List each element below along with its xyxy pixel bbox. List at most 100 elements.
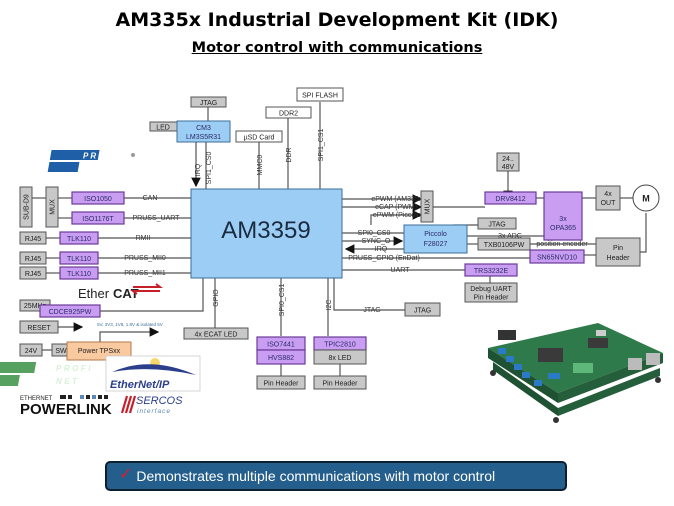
- profibus-logo: PROFI BUS: [47, 150, 135, 173]
- 4x-out-block: 4x OUT: [595, 185, 621, 211]
- spi0-cs1-signal-label: SPI0_CS1: [279, 284, 286, 317]
- svg-text:RJ45: RJ45: [25, 256, 41, 263]
- svg-text:TLK110: TLK110: [67, 271, 91, 278]
- ecat-led-block: 4x ECAT LED: [183, 327, 249, 340]
- iso1176t-block: ISO1176T: [71, 211, 125, 225]
- svg-text:Pin Header: Pin Header: [473, 295, 509, 302]
- svg-text:Header: Header: [607, 255, 631, 262]
- svg-text:NET: NET: [56, 377, 80, 386]
- jtag-top-block: JTAG: [190, 96, 227, 108]
- svg-text:ISO1176T: ISO1176T: [82, 216, 114, 223]
- power-tpsxx-block: Power TPSxx: [66, 341, 132, 361]
- irq-signal-label: IRQ: [195, 163, 202, 176]
- sercos-logo: SERCOS interface: [120, 395, 183, 415]
- sn65nvd10-block: SN65NVD10: [529, 249, 585, 264]
- svg-text:Ether: Ether: [78, 286, 110, 301]
- svg-text:CM3: CM3: [196, 125, 211, 132]
- page-title: AM335x Industrial Development Kit (IDK): [115, 9, 559, 31]
- mmc0-signal-label: MMC0: [257, 155, 264, 176]
- svg-text:SN65NVD10: SN65NVD10: [537, 255, 577, 262]
- tlk110-2: TLK110: [59, 251, 99, 265]
- usd-card-block: µSD Card: [235, 130, 283, 143]
- svg-text:48V: 48V: [502, 164, 515, 171]
- epwm-piccolo-signal-label: ePWM (Piccolo): [373, 212, 423, 219]
- svg-text:ETHERNET: ETHERNET: [20, 396, 53, 402]
- pin-header-encoder-block: Pin Header: [595, 237, 641, 267]
- svg-text:HVS882: HVS882: [268, 355, 294, 362]
- idk-board-photo: [488, 323, 663, 423]
- subd9-connector: SUB-D9: [19, 186, 33, 228]
- power-rails-label: 5V, 3V3, 1V8, 1.8V & isolated 5V: [97, 322, 163, 327]
- jtag-bottom-block: JTAG: [404, 302, 441, 317]
- ddr-signal-label: DDR: [286, 147, 293, 162]
- svg-text:RESET: RESET: [27, 325, 51, 332]
- svg-text:8x LED: 8x LED: [329, 355, 352, 362]
- svg-text:SW: SW: [55, 348, 67, 355]
- motor-symbol: M: [632, 184, 660, 212]
- ecap-signal-label: eCAP (PWM): [375, 204, 417, 211]
- can-signal-label: CAN: [143, 195, 158, 202]
- svg-text:Pin Header: Pin Header: [322, 381, 358, 388]
- svg-text:BUS: BUS: [79, 164, 102, 173]
- svg-text:MUX: MUX: [425, 198, 432, 214]
- led-block: LED: [149, 121, 178, 132]
- debug-uart-header-block: Debug UART Pin Header: [464, 282, 518, 303]
- svg-text:TXB0106PW: TXB0106PW: [484, 242, 525, 249]
- sync-o-signal-label: SYNC_O: [362, 238, 391, 245]
- txb0106pw-block: TXB0106PW: [477, 237, 531, 251]
- reset-block: RESET: [19, 320, 59, 334]
- piccolo-f28027-block: Piccolo F28027: [403, 224, 468, 254]
- irq-right-signal-label: IRQ: [375, 246, 388, 253]
- epwm-am335x-signal-label: ePWM (AM335x): [371, 196, 424, 203]
- spi0-cs0-signal-label: SPI0_CS0: [358, 230, 391, 237]
- trs3232e-block: TRS3232E: [464, 263, 518, 277]
- svg-text:Debug UART: Debug UART: [470, 286, 512, 293]
- rmii-signal-label: RMII: [136, 235, 151, 242]
- svg-text:RJ45: RJ45: [25, 236, 41, 243]
- svg-text:SPI FLASH: SPI FLASH: [302, 93, 338, 100]
- pin-header-1-block: Pin Header: [256, 375, 306, 390]
- svg-text:SERCOS: SERCOS: [136, 395, 183, 407]
- tlk110-3: TLK110: [59, 266, 99, 280]
- checkmark-icon: ✓: [119, 463, 133, 483]
- svg-text:CAT: CAT: [113, 286, 139, 301]
- svg-text:interface: interface: [137, 408, 171, 415]
- svg-text:TPIC2810: TPIC2810: [324, 342, 356, 349]
- adc-signal-label: 3x ADC: [498, 233, 522, 240]
- svg-text:JTAG: JTAG: [200, 100, 217, 107]
- uart-signal-label: UART: [391, 267, 411, 274]
- pruss-mii0-signal-label: PRUSS_MII0: [124, 255, 166, 262]
- wires: [32, 102, 647, 376]
- svg-text:4x ECAT LED: 4x ECAT LED: [195, 332, 238, 339]
- ethercat-logo: Ether CAT: [78, 283, 163, 301]
- svg-text:TLK110: TLK110: [67, 236, 91, 243]
- mux-right: MUX: [420, 190, 434, 223]
- iso7441-hvs882-block: ISO7441 HVS882: [256, 336, 306, 365]
- svg-text:Power TPSxx: Power TPSxx: [78, 348, 121, 355]
- svg-text:ISO1050: ISO1050: [84, 196, 112, 203]
- opa365-block: 3x OPA365: [543, 191, 583, 241]
- gpio-signal-label: GPIO: [213, 289, 220, 307]
- svg-text:JTAG: JTAG: [488, 222, 505, 229]
- svg-text:CDCE925PW: CDCE925PW: [49, 309, 92, 316]
- svg-text:LM3S5R31: LM3S5R31: [186, 134, 221, 141]
- svg-text:DRV8412: DRV8412: [495, 196, 525, 203]
- svg-text:M: M: [642, 194, 650, 204]
- pruss-gpio-signal-label: PRUSS_GPIO (EnDat): [348, 255, 420, 262]
- svg-text:POWERLINK: POWERLINK: [20, 401, 112, 418]
- jtag-bottom-signal-label: JTAG: [363, 307, 380, 314]
- tpic2810-led-block: TPIC2810 8x LED: [313, 336, 367, 365]
- cm3-block: CM3 LM3S5R31: [176, 120, 231, 143]
- 24v-block: 24V: [19, 343, 43, 357]
- drv8412-block: DRV8412: [484, 191, 537, 205]
- svg-text:ISO7441: ISO7441: [267, 342, 295, 349]
- svg-text:µSD Card: µSD Card: [244, 135, 275, 142]
- pruss-mii1-signal-label: PRUSS_MII1: [124, 270, 166, 277]
- svg-text:SUB-D9: SUB-D9: [24, 194, 31, 220]
- rj45-2: RJ45: [19, 251, 47, 265]
- svg-text:EtherNet/IP: EtherNet/IP: [110, 379, 170, 391]
- svg-text:TRS3232E: TRS3232E: [474, 268, 509, 275]
- svg-text:RJ45: RJ45: [25, 271, 41, 278]
- rj45-1: RJ45: [19, 231, 47, 245]
- spi1-cs0-signal-label: SPI1_CS0: [206, 152, 213, 185]
